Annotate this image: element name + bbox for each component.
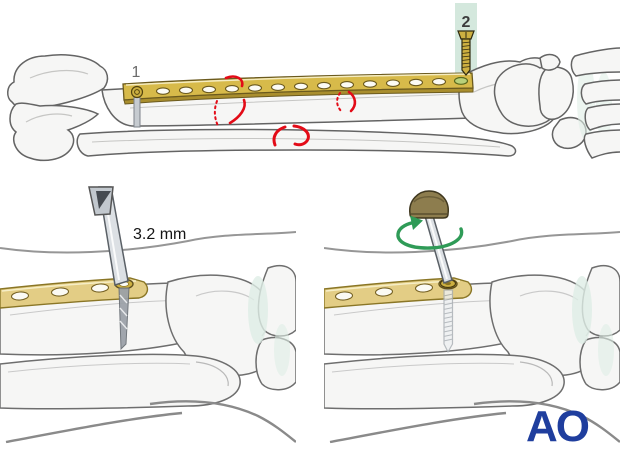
fracture-line-icon [213,75,357,147]
plate-hole [408,78,424,87]
plate-hole [316,81,332,90]
radius-fracture-dotted-line [336,92,342,112]
plate-hole [224,85,240,93]
ulna-fracture-line [272,125,287,147]
screwdriver-icon [409,190,453,284]
plate-hole [362,80,378,88]
plate-hole [247,84,263,92]
cortex-screw-icon [457,30,475,76]
carpal-bone [539,53,561,71]
plate-hole [431,77,447,86]
proximal-ulna-bone [9,102,100,162]
ulna-fracture-line [292,124,310,147]
plate-hole [270,83,286,91]
inserted-screw-icon [130,85,144,128]
metacarpal-bone [580,79,620,105]
highlighted-plate-hole [453,76,469,85]
radius-fracture-line [228,98,246,125]
ulna-shaft-bone [76,128,517,157]
top-forearm-overview: 1 2 [7,3,620,162]
plate-hole [385,79,401,87]
step-1-label: 1 [132,64,141,81]
metacarpal-bone [584,103,620,131]
plate-hole [201,85,217,94]
step-2-label: 2 [462,14,471,31]
plate-hole [293,82,309,91]
carpal-bone [538,66,574,120]
ao-foundation-logo: AO [526,402,589,451]
clockwise-rotation-arrow-icon [396,215,464,250]
drill-diameter-label: 3.2 mm [133,226,186,243]
radius-fracture-dotted-line [213,100,219,127]
wrist-anatomy-background [0,230,296,444]
radius-fracture-line [347,90,357,113]
plate-hole [155,87,171,95]
plate-hole [339,81,355,89]
plate-hole [178,86,194,95]
inserted-screw-ghost [443,289,454,354]
radius-fracture-line [224,75,244,88]
proximal-radius-bone [7,54,109,111]
metacarpal-bone [583,129,620,159]
drill-bit-icon [88,186,130,351]
bottom-right-screw-insertion-panel: AO [324,190,620,451]
bottom-left-drilling-panel: 3.2 mm [0,186,296,444]
metacarpal-bone [570,47,620,77]
straight-bridge-plate-icon [122,72,474,105]
